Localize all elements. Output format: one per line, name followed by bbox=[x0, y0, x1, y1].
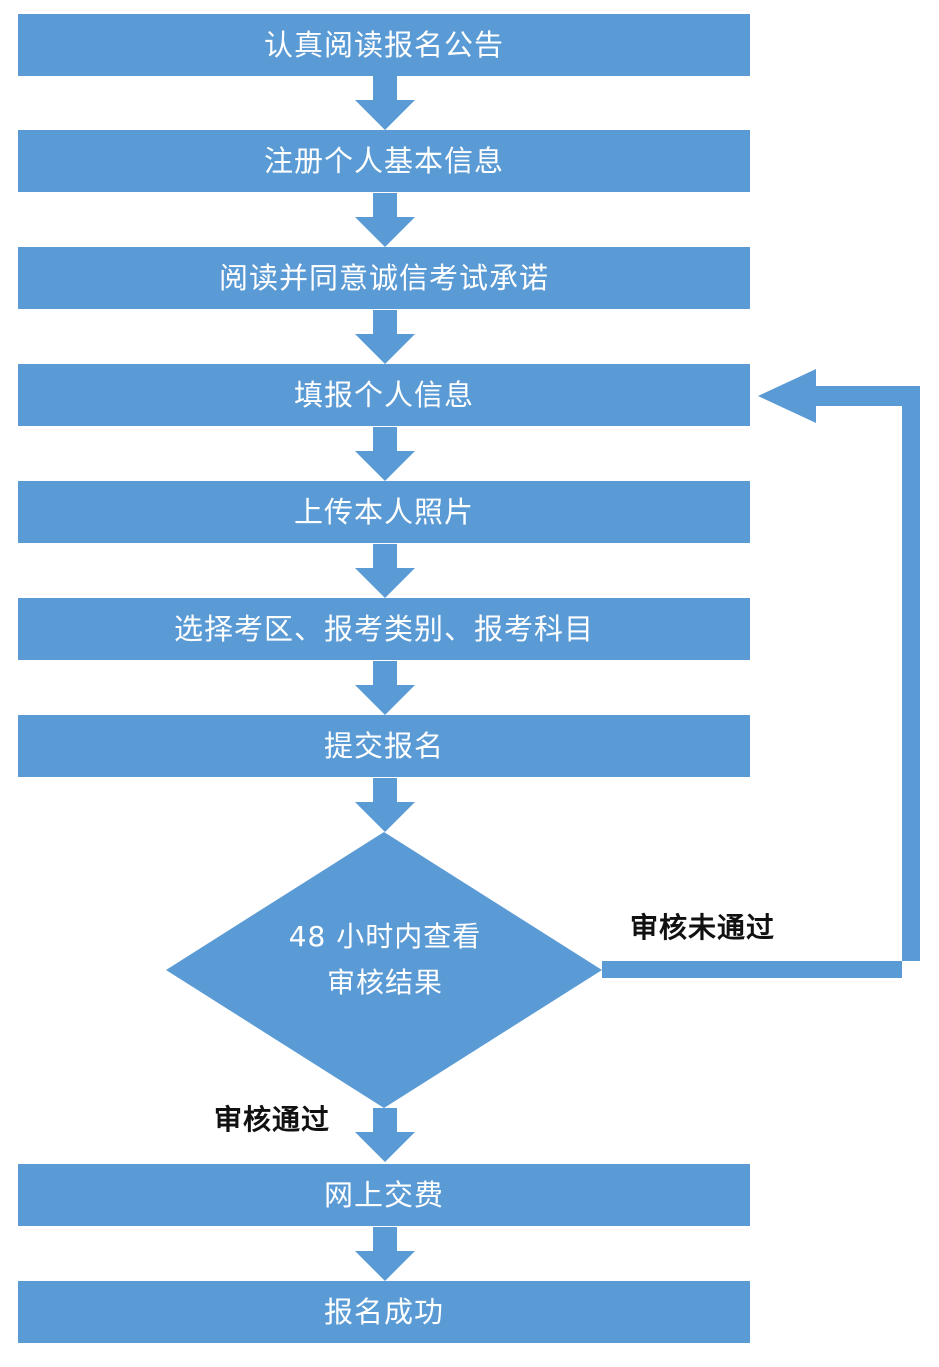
decision-label: 48 小时内查看 审核结果 bbox=[232, 914, 538, 1006]
step-fill-personal-info: 填报个人信息 bbox=[18, 364, 750, 426]
step-label: 选择考区、报考类别、报考科目 bbox=[173, 612, 594, 646]
step-online-payment: 网上交费 bbox=[18, 1164, 750, 1226]
down-arrow-icon bbox=[355, 1108, 415, 1162]
step-registration-success: 报名成功 bbox=[18, 1281, 750, 1343]
step-label: 上传本人照片 bbox=[293, 495, 474, 529]
down-arrow-icon bbox=[355, 427, 415, 481]
step-upload-photo: 上传本人照片 bbox=[18, 481, 750, 543]
step-label: 填报个人信息 bbox=[293, 378, 474, 412]
down-arrow-icon bbox=[355, 778, 415, 832]
approved-label: 审核通过 bbox=[214, 1103, 331, 1136]
step-read-announcement: 认真阅读报名公告 bbox=[18, 14, 750, 76]
step-label: 提交报名 bbox=[323, 729, 444, 763]
not-approved-label: 审核未通过 bbox=[630, 911, 776, 944]
step-label: 阅读并同意诚信考试承诺 bbox=[218, 261, 549, 295]
decision-line-1: 48 小时内查看 bbox=[288, 920, 482, 953]
step-label: 注册个人基本信息 bbox=[263, 144, 504, 178]
down-arrow-icon bbox=[355, 661, 415, 715]
step-register-basic-info: 注册个人基本信息 bbox=[18, 130, 750, 192]
down-arrow-icon bbox=[355, 1227, 415, 1281]
down-arrow-icon bbox=[355, 76, 415, 130]
step-label: 报名成功 bbox=[323, 1295, 444, 1329]
down-arrow-icon bbox=[355, 544, 415, 598]
step-select-exam-options: 选择考区、报考类别、报考科目 bbox=[18, 598, 750, 660]
step-label: 网上交费 bbox=[323, 1178, 444, 1212]
decision-diamond bbox=[166, 832, 602, 1108]
loop-back-arrow bbox=[602, 369, 920, 978]
decision-line-2: 审核结果 bbox=[326, 966, 443, 999]
down-arrow-icon bbox=[355, 310, 415, 364]
step-label: 认真阅读报名公告 bbox=[263, 28, 504, 62]
step-integrity-pledge: 阅读并同意诚信考试承诺 bbox=[18, 247, 750, 309]
step-submit-application: 提交报名 bbox=[18, 715, 750, 777]
down-arrow-icon bbox=[355, 193, 415, 247]
